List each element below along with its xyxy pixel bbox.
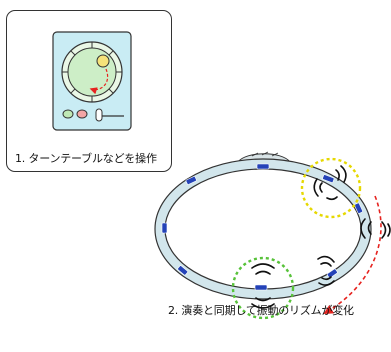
vibration-wave-icon <box>251 165 391 309</box>
slider[interactable] <box>95 108 124 122</box>
red-button[interactable] <box>76 109 88 119</box>
vibrator-2 <box>256 163 270 170</box>
vibrator-4 <box>354 202 363 214</box>
vibrator-7 <box>254 284 268 291</box>
green-button[interactable] <box>62 109 74 119</box>
knob-icon[interactable] <box>96 54 110 68</box>
vibrator-1 <box>185 176 197 185</box>
step2-caption: 2. 演奏と同期して振動のリズムが変化 <box>168 304 354 317</box>
turntable[interactable] <box>61 41 123 103</box>
vibrator-8 <box>326 268 338 279</box>
vibration-belt <box>154 151 391 320</box>
rotate-arrow-icon <box>89 68 109 95</box>
active-vibration-ring-yellow <box>300 157 362 219</box>
vibrator-6 <box>177 265 189 276</box>
active-vibration-ring-green <box>231 256 295 320</box>
slider-handle[interactable] <box>95 108 103 122</box>
vibrator-3 <box>322 174 335 183</box>
rhythm-arrow-icon <box>323 195 382 314</box>
controller-device <box>52 31 132 131</box>
vibrator-5 <box>161 222 168 234</box>
step1-caption: 1. ターンテーブルなどを操作 <box>15 152 157 165</box>
